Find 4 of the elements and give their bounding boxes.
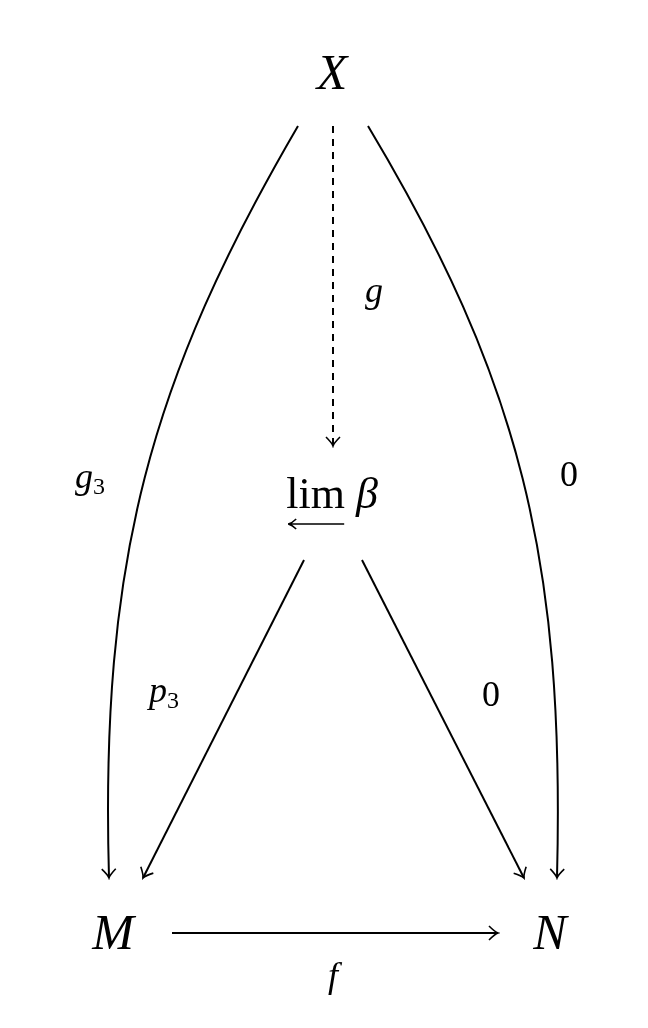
object-label: X — [316, 47, 348, 97]
object-label: N — [533, 907, 567, 957]
object-label: lim β — [286, 472, 378, 516]
object-label: M — [92, 907, 134, 957]
